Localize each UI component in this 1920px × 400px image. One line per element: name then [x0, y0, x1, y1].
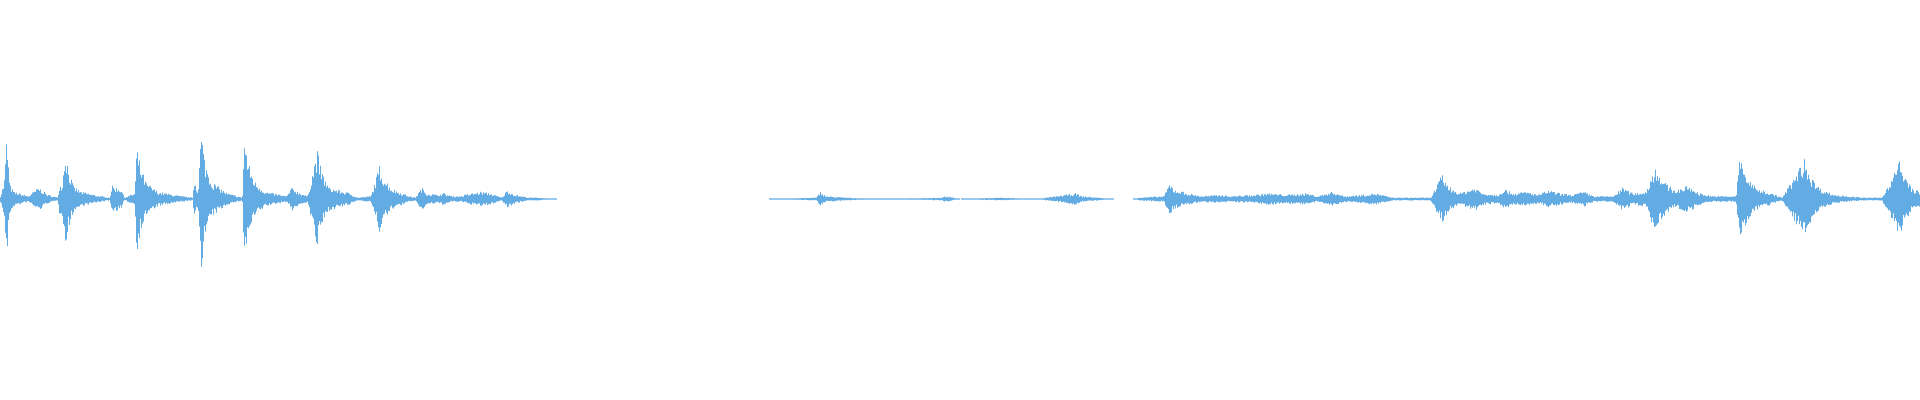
waveform-peaks: [0, 142, 1920, 267]
